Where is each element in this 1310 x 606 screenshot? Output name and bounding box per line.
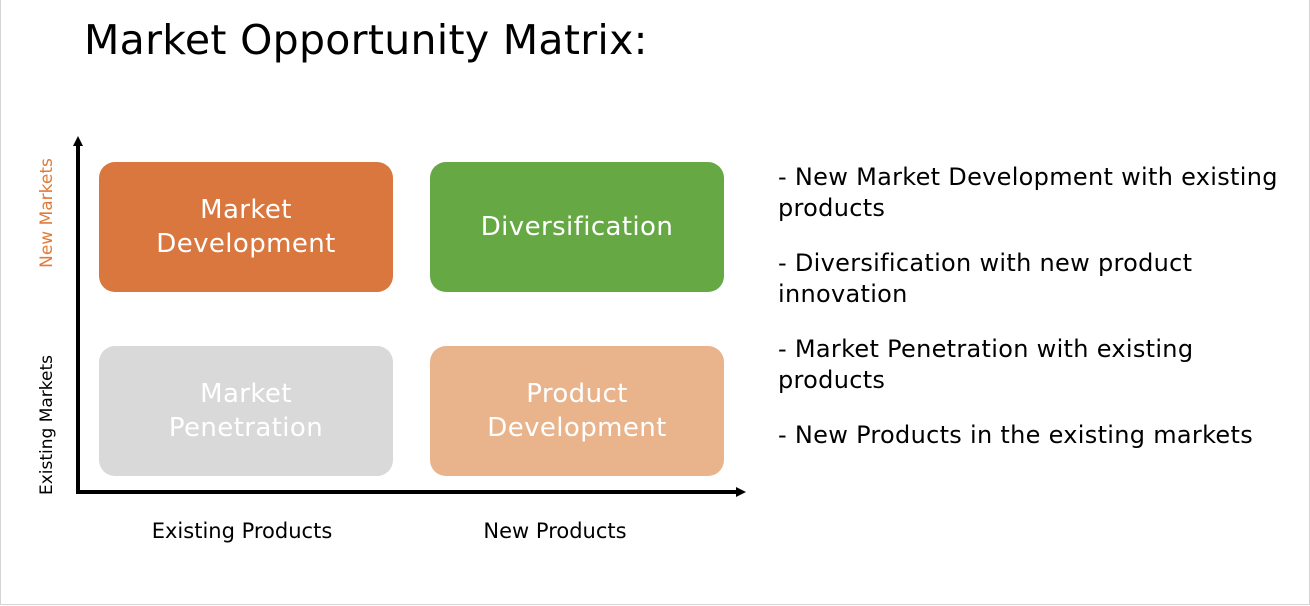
y-axis-label-new-markets: New Markets bbox=[37, 158, 57, 268]
notes-list: - New Market Development with existing p… bbox=[778, 162, 1298, 475]
note-item: - Diversification with new product innov… bbox=[778, 249, 1193, 308]
y-axis-label-existing-markets: Existing Markets bbox=[37, 354, 57, 496]
quadrant-product-development: Product Development bbox=[430, 346, 724, 476]
x-axis-label-existing-products: Existing Products bbox=[151, 519, 333, 543]
quadrant-market-development: Market Development bbox=[99, 162, 393, 292]
note-item: - New Products in the existing markets bbox=[778, 421, 1253, 449]
page-title: Market Opportunity Matrix: bbox=[84, 16, 648, 64]
x-axis-label-new-products: New Products bbox=[483, 519, 627, 543]
quadrant-diversification: Diversification bbox=[430, 162, 724, 292]
quadrant-market-penetration: Market Penetration bbox=[99, 346, 393, 476]
note-item: - New Market Development with existing p… bbox=[778, 163, 1278, 222]
note-item: - Market Penetration with existing produ… bbox=[778, 335, 1194, 394]
